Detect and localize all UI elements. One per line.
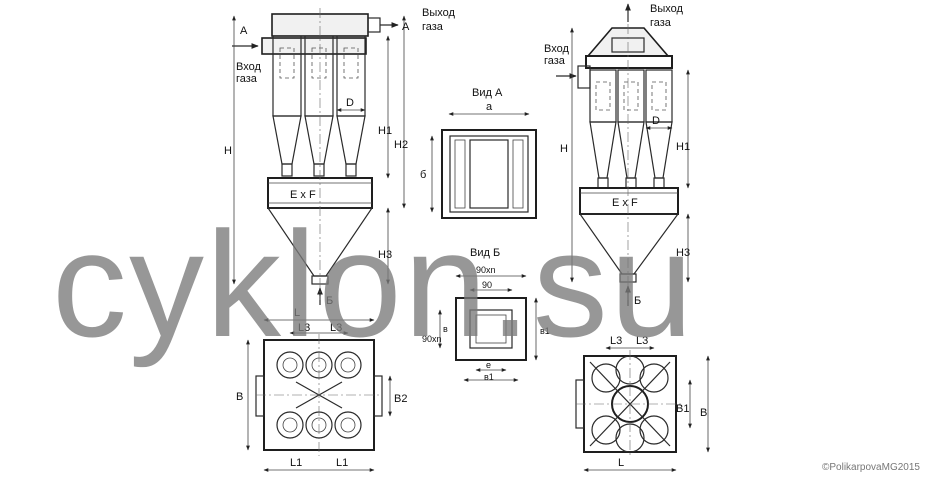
dim-h1-label: H1 — [378, 125, 392, 137]
dim-v-label: в — [443, 324, 448, 334]
view-b-label: Вид Б — [470, 247, 500, 259]
dim-l1-label-b: L1 — [336, 457, 348, 469]
dim-l3-label-right-b: L3 — [636, 335, 648, 347]
gas-outlet-label-2: газа — [422, 21, 444, 33]
dim-a-label: a — [486, 101, 493, 113]
gas-inlet-label: Вход — [236, 61, 261, 73]
dim-exf-label-right: E x F — [612, 197, 638, 209]
section-a-label-left: А — [240, 25, 248, 37]
dim-h3-label: H3 — [378, 249, 392, 261]
left-cyclone-elevation — [232, 8, 406, 305]
dim-b-label-right: B — [700, 407, 707, 419]
dim-h-label-right: H — [560, 143, 568, 155]
watermark-text: cyklon.su — [52, 200, 695, 368]
dim-b2-label: B2 — [394, 393, 407, 405]
dim-90n-label-side: 90xn — [422, 334, 442, 344]
dim-d-label: D — [346, 97, 354, 109]
gas-outlet-label: Выход — [422, 7, 455, 19]
dim-h1-label-right: H1 — [676, 141, 690, 153]
view-a-drawing — [430, 112, 537, 219]
dim-l-label-right: L — [618, 457, 624, 469]
left-cyclone-plan — [246, 318, 392, 472]
section-b-label-right: Б — [634, 295, 641, 307]
gas-inlet-label-2: газа — [236, 73, 258, 85]
gas-inlet-label-right-2: газа — [544, 55, 566, 67]
view-b-drawing — [438, 274, 538, 382]
dim-l1-label-a: L1 — [290, 457, 302, 469]
dim-h3-label-right: H3 — [676, 247, 690, 259]
dim-v1-label-bottom: в1 — [484, 372, 494, 382]
section-b-label: Б — [326, 295, 333, 307]
dim-d-label-right: D — [652, 115, 660, 127]
gas-outlet-label-right: Выход — [650, 3, 683, 15]
dim-l-label: L — [294, 307, 300, 319]
dim-e-label: e — [486, 360, 491, 370]
view-a-label: Вид А — [472, 87, 503, 99]
right-cyclone-elevation — [556, 3, 690, 306]
right-cyclone-plan — [575, 346, 710, 472]
gas-inlet-label-right: Вход — [544, 43, 569, 55]
dim-l3-label-right-a: L3 — [610, 335, 622, 347]
dim-b-cyr-label: б — [420, 169, 426, 181]
dim-l3-label-a: L3 — [298, 322, 310, 334]
dim-h-label: H — [224, 145, 232, 157]
dim-b1-label-right: B1 — [676, 403, 689, 415]
dim-exf-label: E x F — [290, 189, 316, 201]
dim-v1-label-side: в1 — [540, 326, 550, 336]
dim-90-label: 90 — [482, 280, 492, 290]
section-a-label-right: А — [402, 21, 410, 33]
dim-l3-label-b: L3 — [330, 322, 342, 334]
gas-outlet-label-right-2: газа — [650, 17, 672, 29]
copyright-text: ©PolikarpovaMG2015 — [822, 462, 920, 473]
dim-h2-label: H2 — [394, 139, 408, 151]
dim-90n-label: 90xn — [476, 265, 496, 275]
dim-b-label: B — [236, 391, 243, 403]
